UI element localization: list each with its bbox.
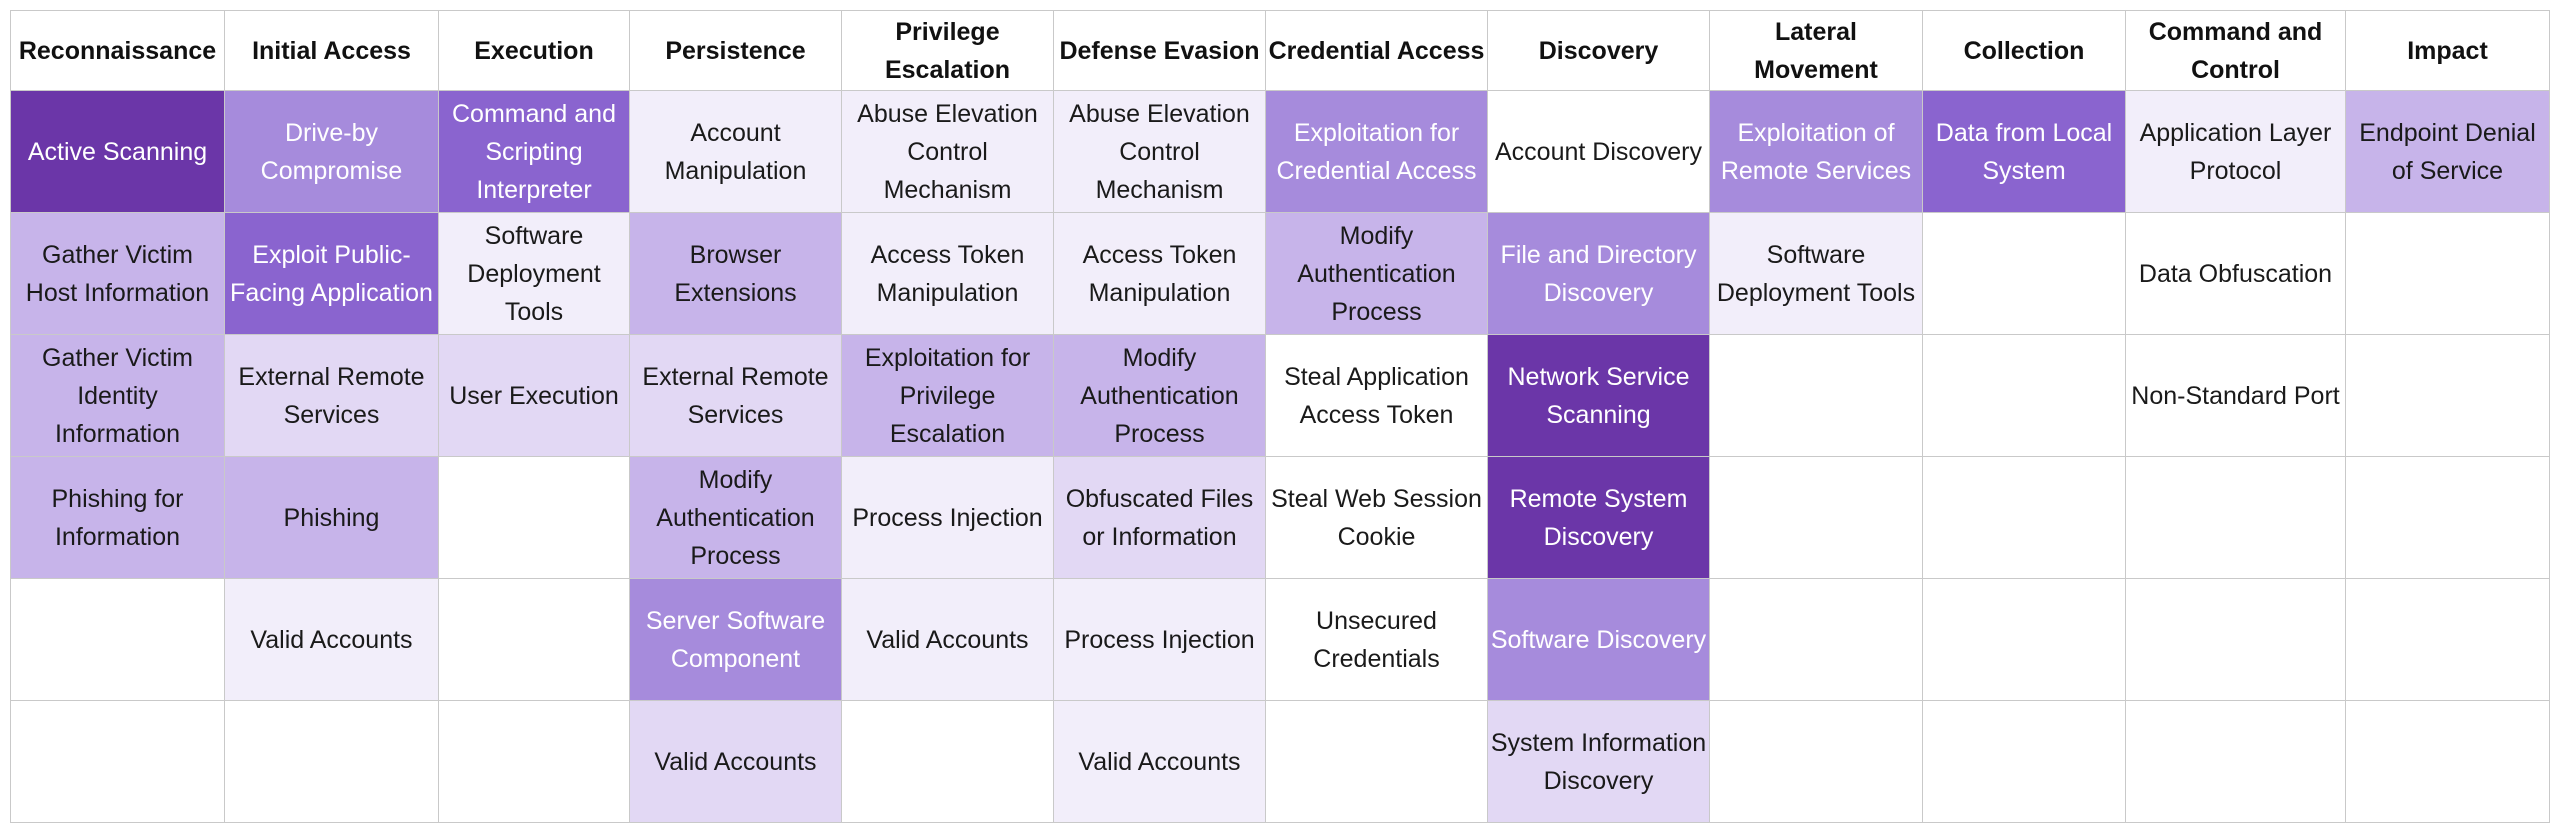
empty-cell [2345, 456, 2550, 579]
column-header-command-and-control: Command and Control [2125, 10, 2346, 91]
attack-matrix-table: Reconnaissance Initial Access Execution … [10, 10, 2550, 823]
technique-cell: Endpoint Denial of Service [2345, 90, 2550, 213]
technique-cell: Browser Extensions [629, 212, 842, 335]
empty-cell [1922, 212, 2126, 335]
technique-cell: Application Layer Protocol [2125, 90, 2346, 213]
technique-cell: File and Directory Discovery [1487, 212, 1710, 335]
column-header-defense-evasion: Defense Evasion [1053, 10, 1266, 91]
column-header-persistence: Persistence [629, 10, 842, 91]
technique-cell: Exploitation of Remote Services [1709, 90, 1923, 213]
technique-cell: Valid Accounts [1053, 700, 1266, 823]
technique-cell: Access Token Manipulation [841, 212, 1054, 335]
technique-cell: Modify Authentication Process [1053, 334, 1266, 457]
column-header-impact: Impact [2345, 10, 2550, 91]
empty-cell [1922, 456, 2126, 579]
technique-cell: Data Obfuscation [2125, 212, 2346, 335]
technique-cell: Modify Authentication Process [629, 456, 842, 579]
technique-row: Valid Accounts Valid Accounts System Infor… [10, 700, 2550, 823]
empty-cell [10, 700, 225, 823]
technique-cell: Process Injection [1053, 578, 1266, 701]
technique-cell: User Execution [438, 334, 630, 457]
technique-cell: Abuse Elevation Control Mechanism [841, 90, 1054, 213]
empty-cell [10, 578, 225, 701]
empty-cell [1709, 334, 1923, 457]
technique-cell: Network Service Scanning [1487, 334, 1710, 457]
empty-cell [1922, 578, 2126, 701]
technique-cell: Process Injection [841, 456, 1054, 579]
empty-cell [1709, 700, 1923, 823]
technique-cell: Valid Accounts [629, 700, 842, 823]
empty-cell [2345, 334, 2550, 457]
technique-cell: Exploitation for Credential Access [1265, 90, 1488, 213]
technique-cell: Modify Authentication Process [1265, 212, 1488, 335]
technique-cell: External Remote Services [224, 334, 439, 457]
empty-cell [841, 700, 1054, 823]
technique-cell: Valid Accounts [841, 578, 1054, 701]
header-row: Reconnaissance Initial Access Execution … [10, 10, 2550, 91]
page: { "matrix": { "columns": [ {"header": "R… [10, 10, 2550, 823]
technique-cell: Software Discovery [1487, 578, 1710, 701]
empty-cell [1709, 578, 1923, 701]
empty-cell [2345, 578, 2550, 701]
empty-cell [438, 700, 630, 823]
technique-cell: Abuse Elevation Control Mechanism [1053, 90, 1266, 213]
column-header-execution: Execution [438, 10, 630, 91]
technique-cell: Active Scanning [10, 90, 225, 213]
empty-cell [1709, 456, 1923, 579]
column-header-collection: Collection [1922, 10, 2126, 91]
technique-cell: Valid Accounts [224, 578, 439, 701]
empty-cell [1922, 334, 2126, 457]
technique-cell: Gather Victim Identity Information [10, 334, 225, 457]
column-header-credential-access: Credential Access [1265, 10, 1488, 91]
technique-cell: System Information Discovery [1487, 700, 1710, 823]
technique-cell: Exploit Public-Facing Application [224, 212, 439, 335]
empty-cell [2125, 578, 2346, 701]
column-header-initial-access: Initial Access [224, 10, 439, 91]
technique-cell: Software Deployment Tools [1709, 212, 1923, 335]
technique-cell: Unsecured Credentials [1265, 578, 1488, 701]
technique-cell: Exploitation for Privilege Escalation [841, 334, 1054, 457]
technique-cell: Phishing [224, 456, 439, 579]
technique-cell: Software Deployment Tools [438, 212, 630, 335]
empty-cell [2125, 456, 2346, 579]
technique-cell: Drive-by Compromise [224, 90, 439, 213]
empty-cell [2345, 700, 2550, 823]
column-header-discovery: Discovery [1487, 10, 1710, 91]
technique-cell: Command and Scripting Interpreter [438, 90, 630, 213]
empty-cell [438, 578, 630, 701]
empty-cell [438, 456, 630, 579]
technique-cell: Steal Application Access Token [1265, 334, 1488, 457]
empty-cell [1265, 700, 1488, 823]
empty-cell [2345, 212, 2550, 335]
technique-cell: Remote System Discovery [1487, 456, 1710, 579]
technique-cell: Non-Standard Port [2125, 334, 2346, 457]
technique-cell: Obfuscated Files or Information [1053, 456, 1266, 579]
empty-cell [224, 700, 439, 823]
column-header-reconnaissance: Reconnaissance [10, 10, 225, 91]
column-header-lateral-movement: Lateral Movement [1709, 10, 1923, 91]
column-header-privilege-escalation: Privilege Escalation [841, 10, 1054, 91]
empty-cell [1922, 700, 2126, 823]
empty-cell [2125, 700, 2346, 823]
technique-cell: Phishing for Information [10, 456, 225, 579]
technique-cell: Account Manipulation [629, 90, 842, 213]
technique-cell: External Remote Services [629, 334, 842, 457]
technique-cell: Account Discovery [1487, 90, 1710, 213]
technique-cell: Gather Victim Host Information [10, 212, 225, 335]
technique-cell: Access Token Manipulation [1053, 212, 1266, 335]
technique-cell: Steal Web Session Cookie [1265, 456, 1488, 579]
technique-cell: Server Software Component [629, 578, 842, 701]
technique-cell: Data from Local System [1922, 90, 2126, 213]
